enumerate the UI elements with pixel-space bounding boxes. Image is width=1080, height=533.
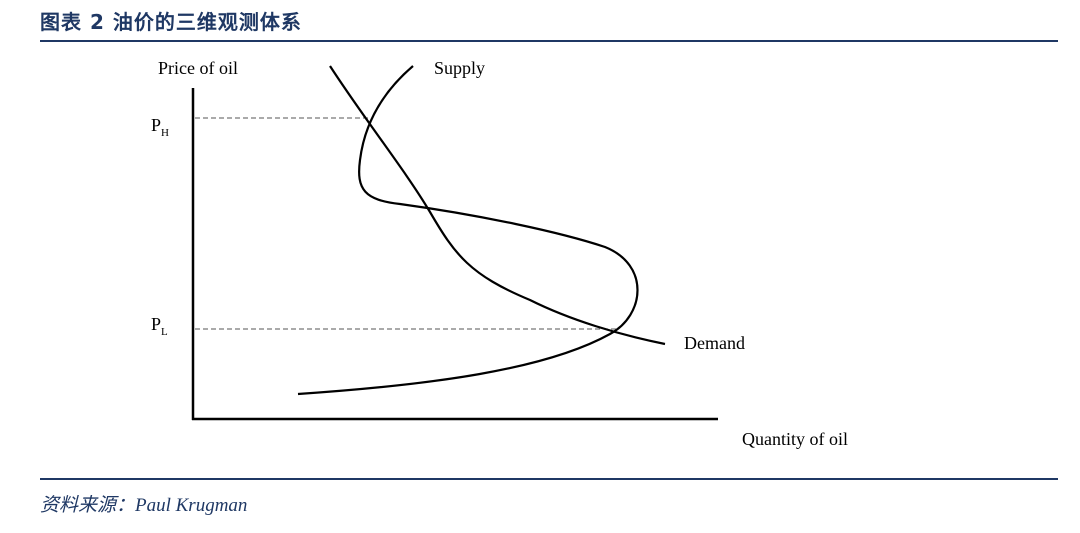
price-low-label: PL: [151, 314, 168, 338]
price-high-label: PH: [151, 115, 169, 139]
top-divider: [40, 40, 1058, 42]
bottom-divider: [40, 478, 1058, 480]
y-axis-label: Price of oil: [158, 58, 238, 78]
supply-curve: [297, 65, 639, 396]
source-note: 资料来源：Paul Krugman: [40, 495, 248, 516]
price-high-base: P: [151, 115, 161, 135]
figure-title: 图表 2 油价的三维观测体系: [40, 10, 302, 34]
price-high-subscript: H: [161, 127, 169, 139]
demand-curve: [329, 65, 666, 346]
price-low-subscript: L: [161, 326, 168, 338]
price-low-base: P: [151, 314, 161, 334]
demand-label: Demand: [684, 333, 745, 353]
x-axis-label: Quantity of oil: [742, 429, 848, 449]
supply-label: Supply: [434, 58, 485, 78]
